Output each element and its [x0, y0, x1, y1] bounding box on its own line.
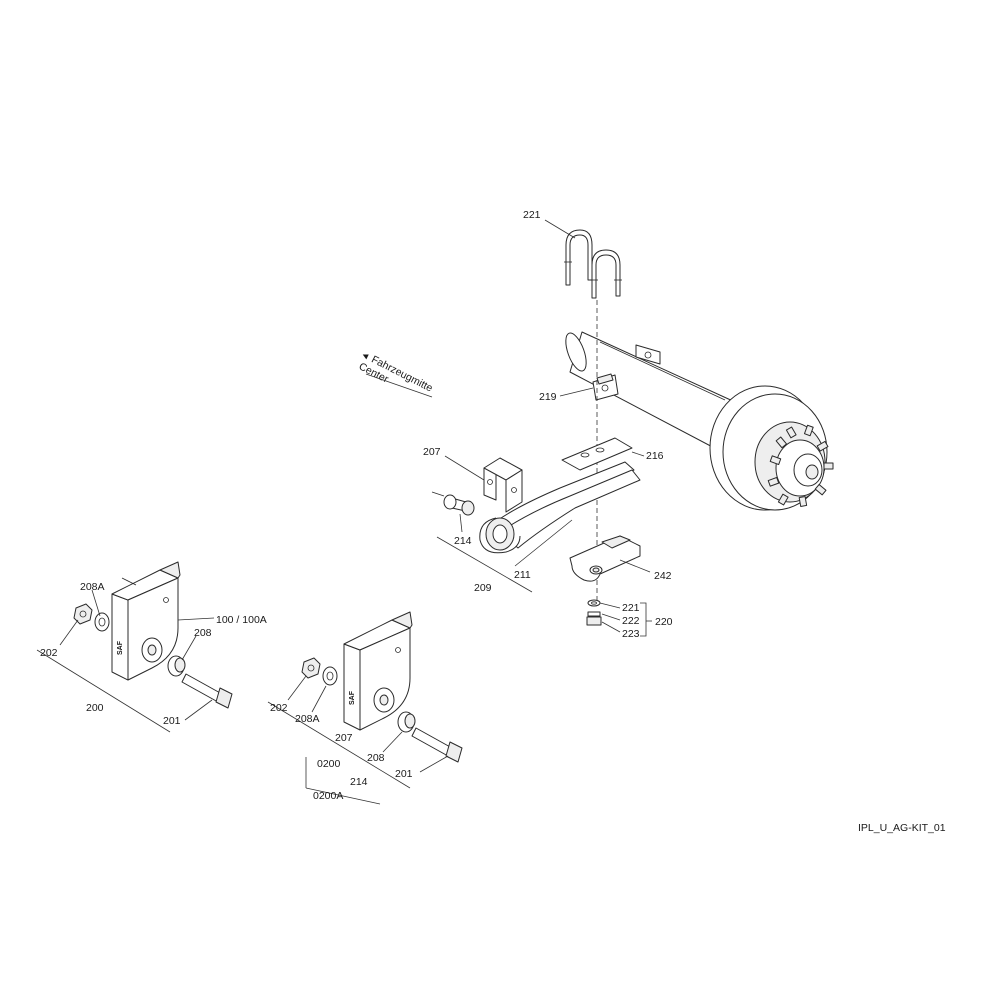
callout-242: 242 — [654, 570, 672, 582]
trailing-arm-spring-211 — [479, 461, 641, 554]
direction-arrow: ◄ — [359, 349, 371, 362]
callout-214-mid: 214 — [350, 776, 368, 788]
callout-207-upper: 207 — [423, 446, 441, 458]
callout-207-mid: 207 — [335, 732, 353, 744]
hanger-bracket-207-upper — [483, 457, 523, 513]
callout-220: 220 — [655, 616, 673, 628]
nut-202-left — [73, 603, 93, 625]
washer-208-mid — [397, 711, 416, 733]
callout-208-mid: 208 — [367, 752, 385, 764]
callout-219: 219 — [539, 391, 557, 403]
callout-214-upper: 214 — [454, 535, 472, 547]
bolt-201-mid — [411, 727, 463, 763]
washer-208-left — [167, 655, 186, 677]
bolt-201-left — [181, 673, 233, 709]
leader-lines — [36, 219, 652, 805]
bracket-logo-left: SAF — [117, 640, 124, 655]
callout-100-100A: 100 / 100A — [216, 614, 267, 626]
callout-208-left: 208 — [194, 627, 212, 639]
brake-drum-hub — [709, 385, 834, 511]
hanger-bracket-100 — [111, 561, 181, 681]
callout-221-small: 221 — [622, 602, 640, 614]
washer-208A-mid — [322, 666, 338, 686]
callout-201-mid: 201 — [395, 768, 413, 780]
callout-0200: 0200 — [317, 758, 341, 770]
spring-plate-216 — [561, 437, 633, 471]
callout-200: 200 — [86, 702, 104, 714]
clamp-plate-242 — [569, 535, 641, 582]
callout-211: 211 — [514, 569, 531, 581]
callout-201-left: 201 — [163, 715, 181, 727]
callout-208A-left: 208A — [80, 581, 105, 593]
callout-223: 223 — [622, 628, 640, 640]
u-bolt-rear — [564, 229, 593, 286]
callout-labels: 221 219 207 216 214 211 209 242 221 222 … — [40, 209, 673, 802]
callout-202-mid: 202 — [270, 702, 288, 714]
callout-209: 209 — [474, 582, 492, 594]
callout-216: 216 — [646, 450, 664, 462]
u-bolt-front — [590, 249, 622, 299]
direction-underline — [365, 373, 433, 398]
washer-208A-left — [94, 612, 110, 632]
drawing-id: IPL_U_AG-KIT_01 — [858, 822, 946, 834]
hanger-bracket-207-mid — [343, 611, 413, 731]
washer-nut-stack — [586, 599, 602, 626]
bracket-logo-mid: SAF — [349, 690, 356, 705]
callout-0200A: 0200A — [313, 790, 343, 802]
callout-222: 222 — [622, 615, 640, 627]
direction-note: ◄ Fahrzeugmitte Center — [357, 349, 435, 395]
bush-214-upper — [431, 491, 475, 516]
callout-208A-mid: 208A — [295, 713, 320, 725]
callout-202-left: 202 — [40, 647, 58, 659]
callout-221-top: 221 — [523, 209, 541, 221]
axle-seat-219 — [592, 373, 619, 401]
axle-beam — [565, 331, 736, 453]
wheel-studs — [767, 424, 834, 507]
nut-202-mid — [301, 657, 321, 679]
